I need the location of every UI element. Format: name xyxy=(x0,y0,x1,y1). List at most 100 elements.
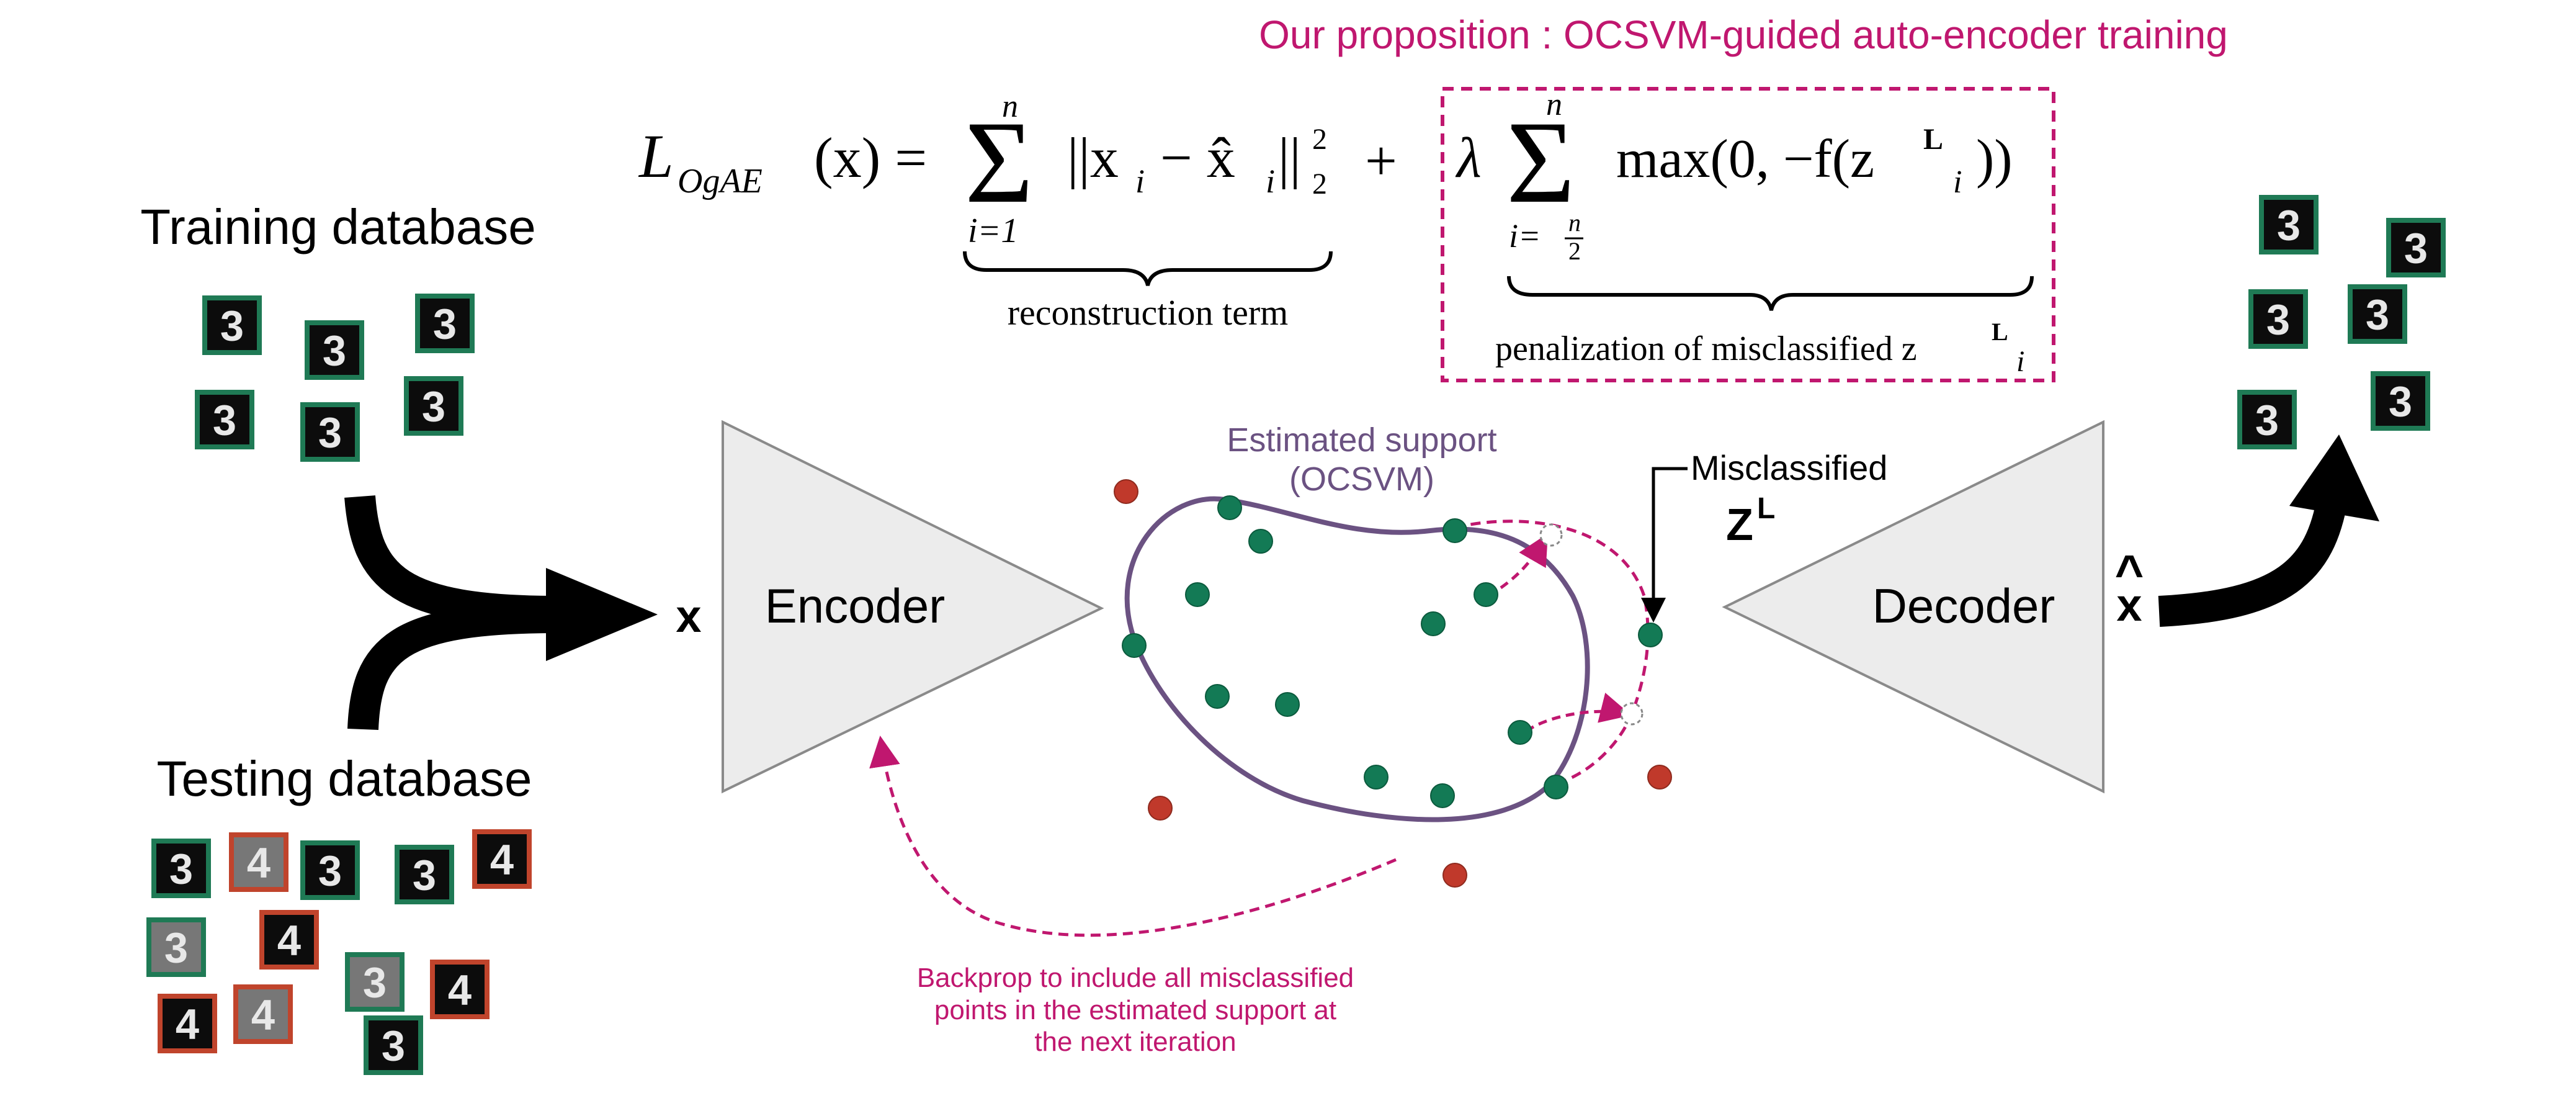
output-x-symbol: x xyxy=(2116,579,2142,631)
svg-text:3: 3 xyxy=(382,1022,405,1070)
inlier-point xyxy=(1364,765,1389,790)
reconstruction-label: reconstruction term xyxy=(1008,292,1289,333)
penalization-label: penalization of misclassified z xyxy=(1495,330,1917,368)
sum1-norm: || xyxy=(1278,126,1301,189)
support-label-line2: (OCSVM) xyxy=(1289,461,1434,498)
loss-name: L xyxy=(638,122,674,191)
svg-text:3: 3 xyxy=(169,845,193,893)
sum1-norm-sub: 2 xyxy=(1312,168,1327,200)
encoder-label: Encoder xyxy=(765,578,946,633)
svg-text:3: 3 xyxy=(2266,296,2290,344)
lambda: λ xyxy=(1455,126,1482,189)
backprop-arrow xyxy=(869,736,1397,937)
zl-symbol: Z xyxy=(1726,500,1753,550)
sum2-body-sub: i xyxy=(1953,164,1962,200)
digit-three-thumbnail: 3 xyxy=(364,1015,423,1075)
inlier-point xyxy=(1217,495,1242,520)
backprop-mini-arrow-1 xyxy=(1488,533,1548,598)
penalization-box xyxy=(1441,87,2055,382)
reconstruction-brace xyxy=(963,251,1333,286)
svg-text:3: 3 xyxy=(2277,202,2301,250)
support-label-line1: Estimated support xyxy=(1227,421,1496,459)
digit-three-thumbnail: 3 xyxy=(404,376,463,436)
svg-text:3: 3 xyxy=(2255,397,2279,444)
svg-text:4: 4 xyxy=(251,991,275,1039)
testing-database-label: Testing database xyxy=(157,751,532,806)
inlier-point xyxy=(1205,684,1230,709)
estimated-support-curve xyxy=(1124,496,1590,822)
input-x-symbol: x xyxy=(676,590,701,642)
digit-three-thumbnail: 3 xyxy=(300,840,360,900)
output-hat: ^ xyxy=(2115,545,2144,600)
sum2-body-sup: L xyxy=(1923,123,1943,156)
backprop-line1: Backprop to include all misclassified xyxy=(917,963,1354,993)
digit-three-thumbnail: 3 xyxy=(146,917,206,977)
penalization-brace xyxy=(1507,276,2034,311)
digit-four-thumbnail: 4 xyxy=(229,832,288,892)
digit-three-thumbnail: 3 xyxy=(345,952,405,1012)
svg-text:4: 4 xyxy=(247,839,271,887)
svg-text:3: 3 xyxy=(323,327,346,375)
svg-text:L: L xyxy=(638,122,674,191)
digit-three-thumbnail: 3 xyxy=(415,294,475,353)
inlier-point xyxy=(1474,582,1498,607)
penalization-sub: i xyxy=(2016,345,2024,378)
outlier-point xyxy=(1647,765,1672,790)
svg-text:3: 3 xyxy=(164,924,188,972)
latent-points xyxy=(1114,479,1672,888)
svg-text:3: 3 xyxy=(220,302,244,350)
inlier-point xyxy=(1185,582,1210,607)
sum2-body: max(0, −f(z xyxy=(1616,129,1874,189)
training-database-label: Training database xyxy=(140,199,535,254)
sum1-body: ||x xyxy=(1067,126,1119,189)
digit-four-thumbnail: 4 xyxy=(430,960,490,1019)
input-merge-arrow xyxy=(344,495,658,731)
sum1-minus: − x̂ xyxy=(1160,126,1235,189)
digit-three-thumbnail: 3 xyxy=(395,845,454,904)
projected-point-2 xyxy=(1620,702,1644,726)
digit-three-thumbnail: 3 xyxy=(195,390,254,449)
output-arrow xyxy=(2158,434,2379,627)
encoder-block xyxy=(722,420,1104,794)
svg-text:4: 4 xyxy=(448,966,472,1014)
digit-four-thumbnail: 4 xyxy=(158,994,217,1053)
svg-text:3: 3 xyxy=(318,847,342,895)
digit-three-thumbnail: 3 xyxy=(2237,390,2297,449)
inlier-point xyxy=(1248,529,1273,554)
penalization-sup: L xyxy=(1992,318,2008,346)
svg-text:3: 3 xyxy=(433,300,457,348)
outlier-point xyxy=(1148,796,1173,821)
digit-three-thumbnail: 3 xyxy=(151,839,211,898)
sum1-lower-limit: i=1 xyxy=(968,212,1018,250)
inlier-point xyxy=(1508,720,1532,745)
svg-text:3: 3 xyxy=(2389,378,2412,426)
misclassified-pointer xyxy=(1641,467,1688,623)
plus-sign: + xyxy=(1365,129,1397,192)
backprop-line3: the next iteration xyxy=(1034,1027,1236,1057)
digit-three-thumbnail: 3 xyxy=(2348,284,2407,344)
inlier-point xyxy=(1275,692,1300,717)
backprop-line2: points in the estimated support at xyxy=(934,995,1336,1025)
digit-three-thumbnail: 3 xyxy=(2386,218,2446,277)
svg-text:3: 3 xyxy=(318,409,342,457)
loss-formula: L OgAE (x) = n Σ i=1 ||x i − x̂ i || 2 2… xyxy=(638,87,2055,382)
backprop-mini-arrow-2 xyxy=(1525,693,1632,733)
loss-subscript: OgAE xyxy=(678,162,763,200)
zl-label: Z xyxy=(1726,500,1753,550)
sum2-lower-prefix: i= xyxy=(1509,217,1541,254)
inlier-point xyxy=(1442,518,1467,543)
digit-three-thumbnail: 3 xyxy=(2259,195,2319,254)
decoder-block xyxy=(1722,420,2104,794)
decoder-label: Decoder xyxy=(1872,578,2055,633)
sum1-upper-limit: n xyxy=(1002,89,1018,124)
projected-point-1 xyxy=(1539,523,1563,547)
digit-four-thumbnail: 4 xyxy=(233,984,293,1044)
svg-text:3: 3 xyxy=(2404,225,2428,272)
sum2-close: )) xyxy=(1976,129,2013,189)
outlier-point xyxy=(1114,479,1138,504)
digit-three-thumbnail: 3 xyxy=(2371,371,2430,431)
outlier-point xyxy=(1442,863,1467,888)
